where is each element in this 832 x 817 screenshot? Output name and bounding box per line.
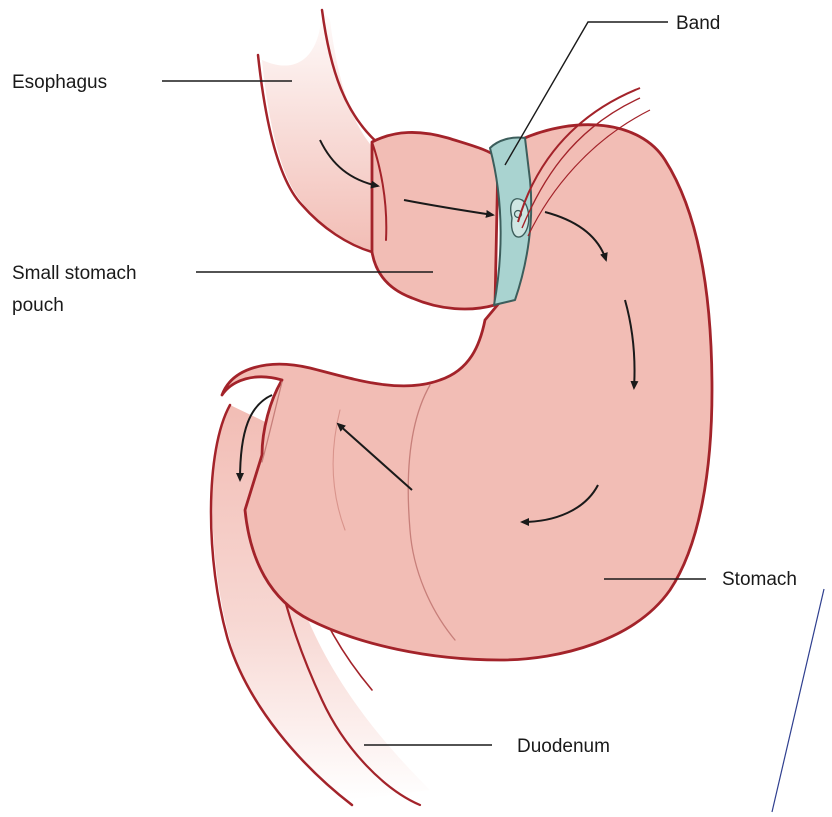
small-stomach-pouch	[372, 132, 498, 309]
esophagus	[258, 10, 386, 252]
band-label: Band	[676, 13, 720, 34]
duodenum-label: Duodenum	[517, 736, 610, 757]
pouch-label-line1: Small stomach	[12, 263, 137, 284]
pouch-label-line2: pouch	[12, 295, 64, 316]
esophagus-label: Esophagus	[12, 72, 107, 93]
accent-line	[772, 589, 824, 812]
stomach-label: Stomach	[722, 569, 797, 590]
